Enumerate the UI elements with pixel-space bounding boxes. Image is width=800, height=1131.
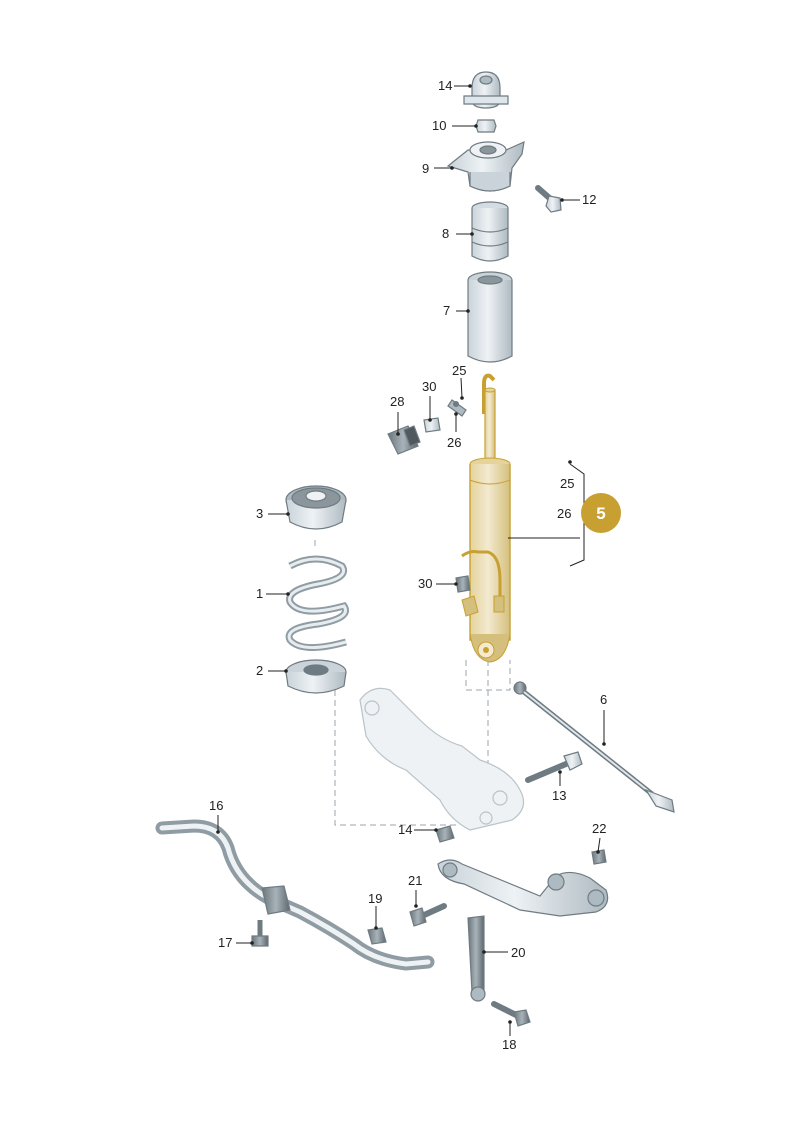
part-coil-spring: [285, 555, 349, 651]
part-upper-spring-seat: [285, 485, 347, 530]
part-control-arm-ghost: [359, 687, 525, 831]
callout-3: 3: [256, 506, 263, 521]
callout-27: 28: [390, 394, 404, 409]
part-lower-spring-seat: [285, 659, 347, 694]
part-brake-line-clip: [447, 373, 496, 417]
part-dust-boot: [467, 271, 513, 363]
callout-labels: 14 10 9 12 8 7 25 30 28 26 25 26 3 30 30…: [209, 78, 607, 1052]
part-link-bolt: [409, 903, 447, 927]
part-upper-link-arm: [437, 859, 609, 917]
callout-22: 22: [592, 821, 606, 836]
part-coupling-bolt: [491, 1001, 531, 1027]
part-arm-bolt: [525, 751, 583, 783]
callout-17: 17: [218, 935, 232, 950]
callout-30-text: 30: [418, 576, 432, 591]
part-arm-nut: [435, 825, 455, 843]
callout-2: 2: [256, 663, 263, 678]
part-strut-mount: [446, 140, 525, 192]
callout-21: 21: [408, 873, 422, 888]
part-connector: [387, 425, 421, 455]
callout-13: 13: [552, 788, 566, 803]
part-bump-stop: [471, 201, 509, 262]
callout-16: 16: [209, 798, 223, 813]
callout-26-side: 26: [557, 506, 571, 521]
callout-6: 6: [600, 692, 607, 707]
part-shock-absorber: [461, 387, 511, 663]
part-stabilizer-nut: [367, 927, 387, 945]
callout-26-top: 26: [447, 435, 461, 450]
callout-10: 10: [432, 118, 446, 133]
assembly-badge-circle: [581, 493, 621, 533]
part-top-cap: [463, 71, 509, 109]
callout-12: 12: [582, 192, 596, 207]
assembly-badge: 5: [581, 493, 621, 533]
part-sensor-cap: [423, 417, 441, 433]
part-top-nut: [475, 119, 497, 133]
callout-25-side: 25: [560, 476, 574, 491]
part-stabilizer-bolt: [251, 920, 269, 947]
assembly-badge-label: 5: [596, 504, 605, 523]
callout-7: 7: [443, 303, 450, 318]
part-stabilizer-bar: [155, 819, 435, 971]
callout-8: 8: [442, 226, 449, 241]
part-coupling-rod: [467, 915, 486, 1002]
callout-18: 18: [502, 1037, 516, 1052]
callout-28: 30: [422, 379, 436, 394]
callout-1: 1: [256, 586, 263, 601]
leader-lines: [217, 85, 605, 1036]
callout-9: 9: [422, 161, 429, 176]
part-tie-rod: [513, 681, 675, 813]
callout-14: 14: [398, 822, 412, 837]
callout-20: 20: [511, 945, 525, 960]
callout-11: 14: [438, 78, 452, 93]
callout-25-top: 25: [452, 363, 466, 378]
callout-19: 19: [368, 891, 382, 906]
part-upper-arm-nut: [591, 849, 607, 865]
part-line-clip: [455, 575, 471, 593]
part-mount-bolt: [535, 185, 562, 213]
leader-dots: [216, 84, 606, 1024]
